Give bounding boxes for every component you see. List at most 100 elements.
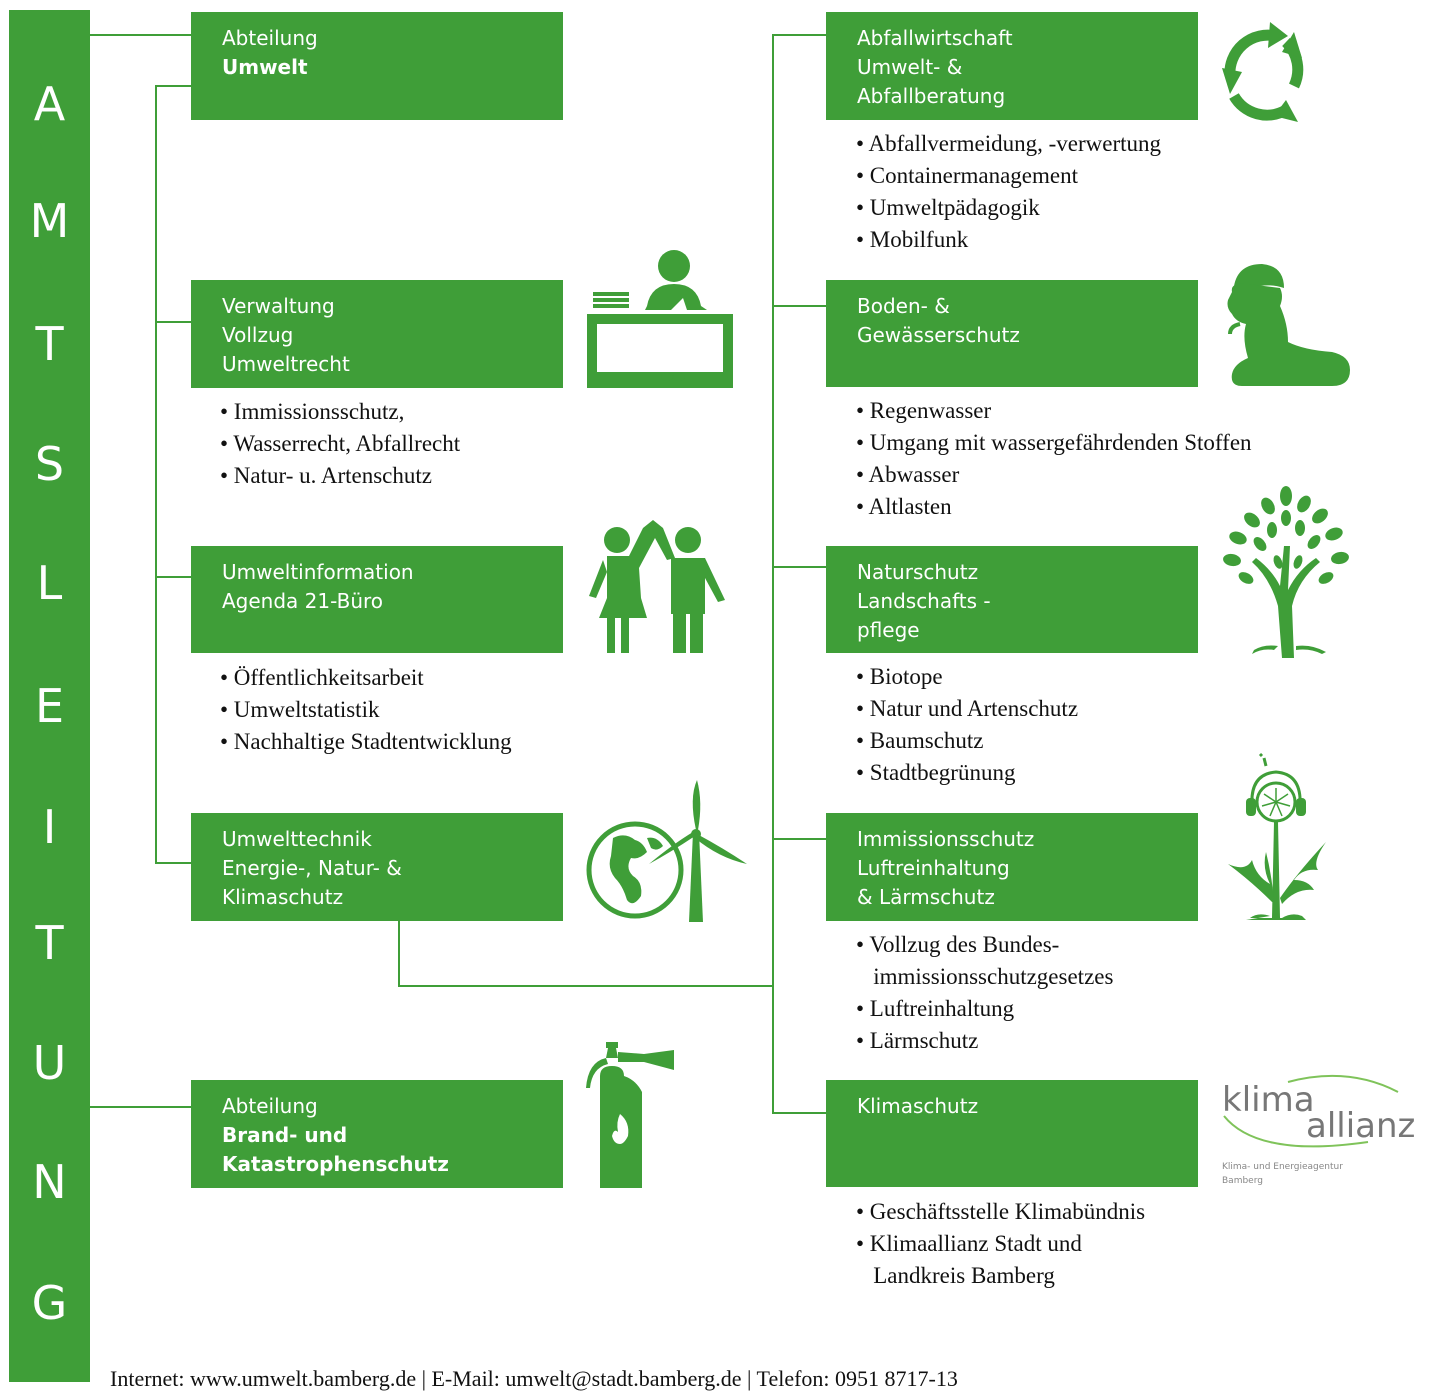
- logo-word-allianz: allianz: [1306, 1106, 1416, 1146]
- box-line: Katastrophenschutz: [222, 1152, 449, 1176]
- box-line: Umwelt: [222, 55, 308, 79]
- box-brandschutz: Abteilung Brand- und Katastrophenschutz: [191, 1080, 563, 1188]
- list-verwaltung: • Immissionsschutz, • Wasserrecht, Abfal…: [220, 396, 460, 492]
- sidebar-letter: S: [34, 437, 65, 491]
- list-item: • Öffentlichkeitsarbeit: [220, 665, 424, 690]
- box-line: Umweltinformation: [222, 560, 414, 584]
- list-item: • Abwasser: [856, 462, 960, 487]
- box-immissionsschutz: Immissionsschutz Luftreinhaltung & Lärms…: [826, 813, 1198, 921]
- list-item: • Wasserrecht, Abfallrecht: [220, 431, 461, 456]
- connector-line: [772, 1112, 826, 1114]
- box-line: Umweltrecht: [222, 352, 350, 376]
- fire-extinguisher-icon: [586, 1042, 674, 1188]
- box-line: Naturschutz: [857, 560, 979, 584]
- box-klimaschutz: Klimaschutz: [826, 1080, 1198, 1187]
- desk-worker-icon: [587, 250, 733, 388]
- box-umwelttechnik: Umwelttechnik Energie-, Natur- & Klimasc…: [191, 813, 563, 921]
- tree-icon: [1223, 486, 1349, 658]
- sidebar-letter: M: [29, 194, 70, 248]
- box-line: Verwaltung: [222, 294, 335, 318]
- sidebar-letter: G: [31, 1276, 68, 1330]
- connector-line: [90, 1106, 191, 1108]
- logo-subtitle: Klima- und Energieagentur: [1222, 1162, 1343, 1172]
- list-boden: • Regenwasser • Umgang mit wassergefährd…: [856, 395, 1252, 523]
- list-item: • Geschäftsstelle Klimabündnis: [856, 1199, 1146, 1224]
- list-immission: • Vollzug des Bundes- immissionsschutzge…: [856, 929, 1113, 1057]
- list-item: • Natur- u. Artenschutz: [220, 463, 432, 488]
- list-item: • Baumschutz: [856, 728, 984, 753]
- list-item: • Immissionsschutz,: [220, 399, 405, 424]
- box-line: & Lärmschutz: [857, 885, 995, 909]
- connector-line: [398, 921, 400, 986]
- connector-line: [90, 34, 191, 36]
- connector-line: [155, 321, 191, 323]
- box-line: Energie-, Natur- &: [222, 856, 402, 880]
- connector-line: [155, 85, 157, 864]
- connector-line: [155, 576, 191, 578]
- box-line: Abfallberatung: [857, 84, 1006, 108]
- list-item: • Regenwasser: [856, 398, 992, 423]
- box-umweltinformation: Umweltinformation Agenda 21-Büro: [191, 546, 563, 653]
- box-line: Brand- und: [222, 1123, 348, 1147]
- sidebar-letter: N: [32, 1155, 67, 1209]
- box-line: Klimaschutz: [222, 885, 344, 909]
- dandelion-headphones-icon: [1228, 752, 1326, 920]
- connector-line: [772, 838, 826, 840]
- connector-line: [155, 85, 191, 87]
- box-line: Gewässerschutz: [857, 323, 1020, 347]
- list-item: • Mobilfunk: [856, 227, 969, 252]
- box-line: Abteilung: [222, 26, 318, 50]
- box-bodenschutz: Boden- & Gewässerschutz: [826, 280, 1198, 387]
- list-naturschutz: • Biotope • Natur und Artenschutz • Baum…: [856, 661, 1078, 789]
- box-abteilung-umwelt: Abteilung Umwelt: [191, 12, 563, 120]
- couple-icon: [589, 520, 725, 653]
- box-line: pflege: [857, 618, 920, 642]
- amtsleitung-sidebar: A M T S L E I T U N G: [9, 10, 90, 1382]
- sidebar-letter: L: [36, 556, 63, 610]
- list-item: • Natur und Artenschutz: [856, 696, 1079, 721]
- box-line: Umwelttechnik: [222, 827, 372, 851]
- connector-line: [772, 305, 826, 307]
- connector-line: [398, 985, 774, 987]
- box-line: Immissionsschutz: [857, 827, 1035, 851]
- connector-line: [772, 566, 826, 568]
- box-line: Luftreinhaltung: [857, 856, 1010, 880]
- box-line: Abfallwirtschaft: [857, 26, 1013, 50]
- list-item: • Biotope: [856, 664, 943, 689]
- box-line: Vollzug: [222, 323, 294, 347]
- list-item: • Nachhaltige Stadtentwicklung: [220, 729, 512, 754]
- sidebar-letter: T: [35, 916, 64, 970]
- box-verwaltung: Verwaltung Vollzug Umweltrecht: [191, 280, 563, 388]
- klima-allianz-logo: klima allianz Klima- und Energieagentur …: [1218, 1072, 1430, 1190]
- sidebar-letter: A: [33, 77, 66, 131]
- list-umweltinformation: • Öffentlichkeitsarbeit • Umweltstatisti…: [220, 662, 512, 758]
- list-item: • Vollzug des Bundes-: [856, 932, 1060, 957]
- list-item: • Containermanagement: [856, 163, 1079, 188]
- sidebar-letter: U: [32, 1036, 67, 1090]
- connector-line: [155, 862, 191, 864]
- list-item: • Luftreinhaltung: [856, 996, 1015, 1021]
- recycle-icon: [1222, 22, 1304, 122]
- connector-line: [772, 34, 774, 1114]
- footer-contact: Internet: www.umwelt.bamberg.de | E-Mail…: [110, 1366, 958, 1391]
- logo-word-klima: klima: [1222, 1080, 1315, 1120]
- list-item: immissionsschutzgesetzes: [856, 964, 1114, 989]
- connector-line: [772, 34, 826, 36]
- box-line: Abteilung: [222, 1094, 318, 1118]
- list-item: • Umweltstatistik: [220, 697, 380, 722]
- box-line: Klimaschutz: [857, 1094, 979, 1118]
- list-klimaschutz: • Geschäftsstelle Klimabündnis • Klimaal…: [856, 1196, 1145, 1292]
- box-line: Agenda 21-Büro: [222, 589, 384, 613]
- sidebar-letter: I: [42, 800, 57, 854]
- list-item: • Klimaallianz Stadt und: [856, 1231, 1082, 1256]
- box-line: Landschafts -: [857, 589, 991, 613]
- box-line: Boden- &: [857, 294, 950, 318]
- box-naturschutz: Naturschutz Landschafts - pflege: [826, 546, 1198, 653]
- list-abfall: • Abfallvermeidung, -verwertung • Contai…: [856, 128, 1161, 256]
- list-item: Landkreis Bamberg: [856, 1263, 1055, 1288]
- globe-windturbine-icon: [586, 780, 747, 922]
- list-item: • Umweltpädagogik: [856, 195, 1040, 220]
- sidebar-letter: E: [34, 679, 65, 733]
- list-item: • Lärmschutz: [856, 1028, 979, 1053]
- logo-subtitle: Bamberg: [1222, 1176, 1263, 1186]
